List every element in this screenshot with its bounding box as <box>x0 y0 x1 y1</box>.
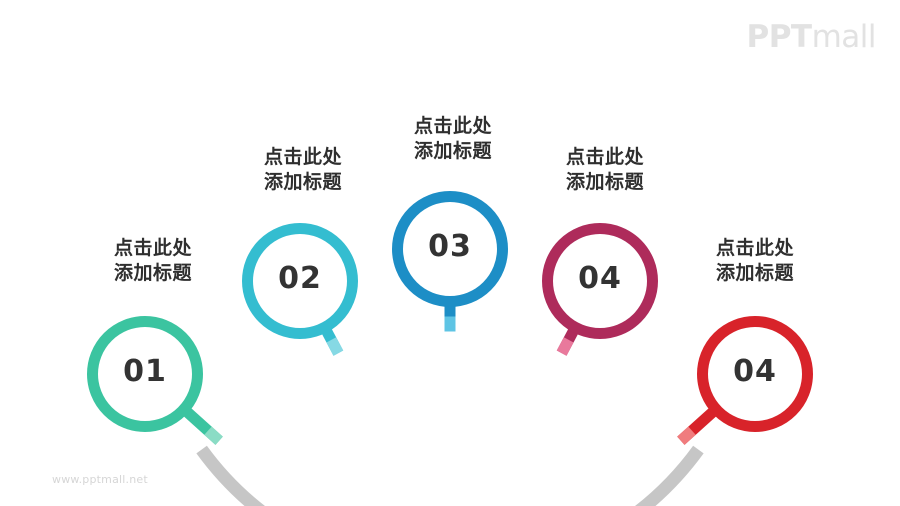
logo-bold-text: PPT <box>746 19 812 55</box>
node-stem-crossing-3 <box>556 337 574 356</box>
site-watermark: www.pptmall.net <box>52 473 148 486</box>
node-number-node-02: 02 <box>278 261 322 296</box>
node-title-node-03[interactable]: 点击此处添加标题 <box>363 114 543 165</box>
node-ring-node-05[interactable] <box>697 316 813 432</box>
node-number-node-01: 01 <box>123 354 167 389</box>
node-title-line2: 添加标题 <box>413 140 492 163</box>
node-title-node-02[interactable]: 点击此处添加标题 <box>213 145 393 196</box>
node-title-line2: 添加标题 <box>715 262 794 285</box>
node-number-node-04: 04 <box>578 261 622 296</box>
node-title-node-01[interactable]: 点击此处添加标题 <box>63 236 243 287</box>
node-number-node-03: 03 <box>428 229 472 264</box>
node-title-line1: 点击此处 <box>565 146 644 168</box>
node-title-line1: 点击此处 <box>263 146 342 168</box>
node-ring-node-02[interactable] <box>242 223 358 339</box>
node-ring-node-01[interactable] <box>87 316 203 432</box>
node-title-line2: 添加标题 <box>113 262 192 285</box>
node-number-node-05: 04 <box>733 354 777 389</box>
node-title-line1: 点击此处 <box>113 237 192 259</box>
logo-light-text: mall <box>811 19 877 55</box>
node-stem-crossing-4 <box>677 426 696 445</box>
node-ring-node-04[interactable] <box>542 223 658 339</box>
node-title-line1: 点击此处 <box>715 237 794 259</box>
node-title-node-04[interactable]: 点击此处添加标题 <box>515 145 695 196</box>
node-title-line2: 添加标题 <box>565 171 644 194</box>
node-stem-crossings-layer <box>204 316 696 445</box>
node-title-node-05[interactable]: 点击此处添加标题 <box>665 236 845 287</box>
node-stem-crossing-0 <box>204 426 223 445</box>
node-title-line2: 添加标题 <box>263 171 342 194</box>
node-stem-crossing-1 <box>326 337 344 356</box>
pptmall-logo: PPTmall <box>746 22 876 53</box>
arc-track <box>196 445 704 506</box>
arc-track-layer <box>196 445 704 506</box>
node-ring-node-03[interactable] <box>392 191 508 307</box>
node-title-line1: 点击此处 <box>413 115 492 137</box>
node-rings-layer <box>87 191 813 432</box>
